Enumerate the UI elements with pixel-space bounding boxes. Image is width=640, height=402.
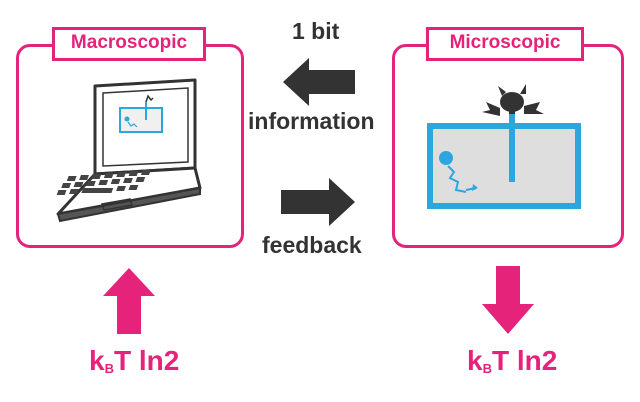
microscopic-title: Microscopic — [426, 27, 584, 61]
one-bit-label: 1 bit — [292, 18, 340, 44]
information-label: information — [248, 108, 375, 134]
arrow-right-icon — [281, 178, 355, 226]
laptop-icon — [56, 78, 202, 223]
macro-energy-label: kBT ln2 — [89, 345, 180, 376]
micro-energy-label: kBT ln2 — [467, 345, 558, 376]
arrow-up-icon — [103, 268, 155, 334]
arrow-down-icon — [482, 266, 534, 334]
macroscopic-title: Macroscopic — [52, 27, 206, 61]
feedback-label: feedback — [262, 232, 362, 258]
arrow-left-icon — [283, 58, 355, 106]
demon-box-illustration — [427, 84, 581, 209]
